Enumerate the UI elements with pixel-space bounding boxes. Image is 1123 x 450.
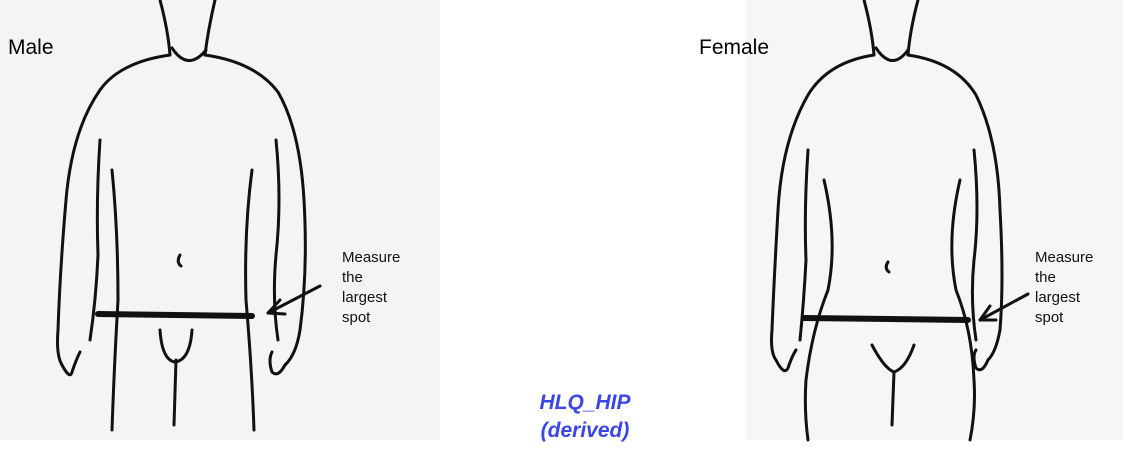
male-right-hand <box>270 352 285 374</box>
female-left-arm-outer <box>772 55 875 360</box>
female-left-arm-inner <box>800 150 808 340</box>
male-groin <box>160 330 192 362</box>
variable-derived-note: (derived) <box>530 418 640 444</box>
male-left-arm-inner <box>90 140 100 340</box>
female-navel <box>886 262 889 272</box>
male-leg-split <box>174 360 176 425</box>
male-figure-panel: Male Measure the largest spot <box>0 0 440 440</box>
male-body-outline <box>0 0 440 440</box>
female-left-torso <box>805 180 832 440</box>
male-right-torso <box>246 170 254 430</box>
female-figure-panel: Female Measure the largest spot <box>746 0 1123 440</box>
female-body-outline <box>746 0 1123 440</box>
female-collar-line <box>876 48 908 61</box>
female-measure-note: Measure the largest spot <box>1035 248 1093 328</box>
female-left-hand <box>776 350 796 371</box>
female-right-arm-inner <box>972 150 977 340</box>
male-neck-line <box>160 0 215 55</box>
female-hip-measure-band <box>804 318 968 320</box>
female-right-torso <box>952 180 975 440</box>
female-right-hand <box>974 350 988 370</box>
female-pointer-arrow-shaft <box>980 294 1028 320</box>
female-groin <box>872 345 914 372</box>
female-leg-split <box>892 372 894 425</box>
male-left-torso <box>112 170 118 430</box>
male-navel <box>178 255 181 266</box>
male-left-hand <box>62 352 80 375</box>
male-collar-line <box>172 48 206 61</box>
female-neck-line <box>864 0 918 55</box>
male-hip-measure-band <box>98 314 252 316</box>
variable-name-label: HLQ_HIP <box>530 390 640 416</box>
male-measure-note: Measure the largest spot <box>342 248 400 328</box>
male-left-arm-outer <box>58 55 171 365</box>
